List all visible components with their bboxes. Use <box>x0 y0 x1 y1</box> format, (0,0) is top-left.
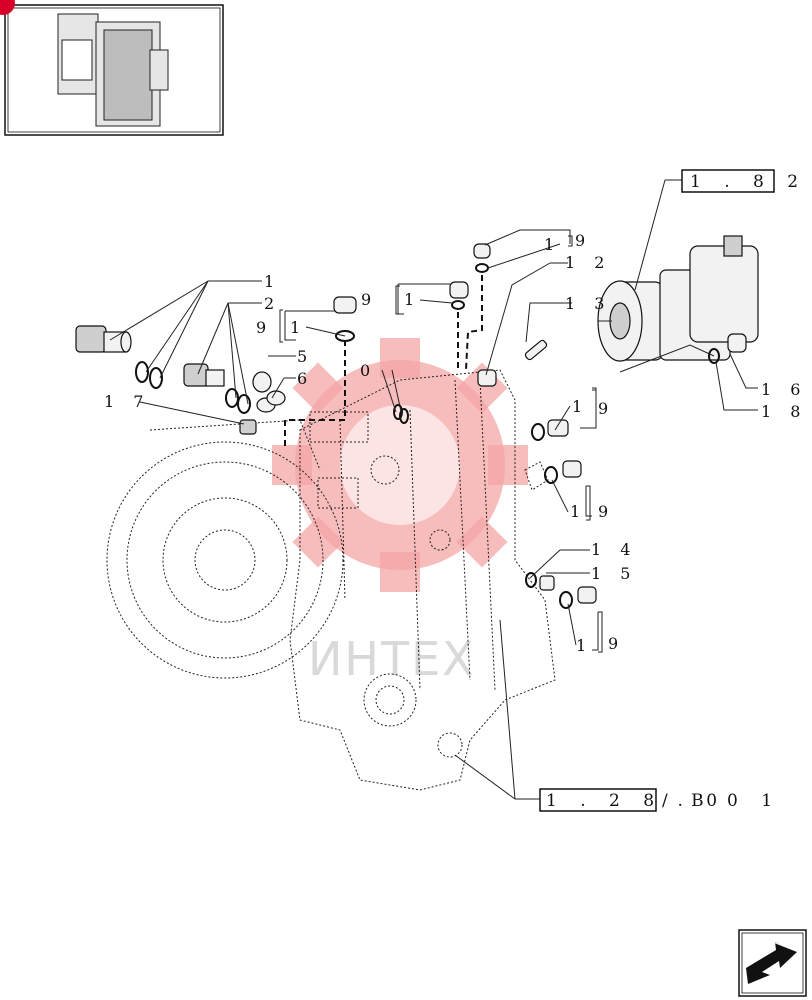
bracket-marks <box>279 235 603 653</box>
assembly-lines <box>284 275 483 450</box>
transmission-thumbnail-icon[interactable] <box>0 0 224 136</box>
callout-9f: 9 <box>608 634 625 653</box>
callout-11a: 1 <box>290 318 307 337</box>
plug-item-1 <box>75 325 132 353</box>
leader-lines <box>109 179 758 800</box>
washer-item-18 <box>708 348 720 364</box>
callout-9e: 9 <box>598 502 615 521</box>
plug-right-2 <box>544 460 582 484</box>
plug-right-4 <box>559 586 597 609</box>
plug-top-a <box>333 296 357 342</box>
callout-5: 5 <box>297 347 314 366</box>
callout-9a: 9 <box>256 318 273 337</box>
o-ring <box>135 361 149 383</box>
callout-1b: 1 <box>544 235 561 254</box>
plug-item-16 <box>727 333 747 353</box>
plug-right-1 <box>531 419 569 441</box>
callout-1e: 1 <box>570 502 587 521</box>
plug-right-3 <box>525 572 555 591</box>
callout-16: 1 6 <box>761 380 807 399</box>
reference-top[interactable]: 1 . 8 2 . 3 <box>681 169 812 193</box>
callout-12: 1 2 <box>565 253 611 272</box>
callout-6: 6 <box>297 369 314 388</box>
callout-1f: 1 <box>576 636 593 655</box>
callouts: 1 2 5 6 1 7 9 1 9 1 1 9 1 2 1 3 0 1 9 1 … <box>104 231 807 655</box>
cap-item-5 <box>252 371 272 393</box>
corner-marker-icon <box>0 0 15 15</box>
watermark-text: ИНТЕХ <box>308 632 476 686</box>
plug-item-2 <box>183 363 225 387</box>
callout-0: 0 <box>360 361 377 380</box>
callout-1d: 1 <box>572 397 589 416</box>
pin-item-13 <box>524 339 548 361</box>
cap-item-6-b <box>266 390 286 406</box>
callout-1: 1 <box>264 272 281 291</box>
callout-14: 1 4 <box>591 540 637 559</box>
plug-item-17 <box>239 419 257 435</box>
reference-bottom-text: 1 . 2 8 . 0 <box>546 791 726 811</box>
callout-15: 1 5 <box>591 564 637 583</box>
callout-18: 1 8 <box>761 402 807 421</box>
o-ring <box>149 367 163 389</box>
callout-17: 1 7 <box>104 392 150 411</box>
callout-13: 1 3 <box>565 294 611 313</box>
hydraulic-pump <box>597 235 759 362</box>
gearbox-casing <box>289 369 556 791</box>
plug-top-c <box>473 243 491 273</box>
callout-11b: 1 <box>404 290 421 309</box>
reference-bottom-suffix: / B 0 1 <box>662 791 781 811</box>
plug-top-b <box>449 281 469 310</box>
reference-top-text: 1 . 8 2 . 3 <box>690 172 812 192</box>
flywheel-housing <box>106 419 344 679</box>
callout-9b: 9 <box>361 290 378 309</box>
callout-9d: 9 <box>598 399 615 418</box>
reference-bottom[interactable]: 1 . 2 8 . 0 / B 0 1 <box>539 788 781 812</box>
next-page-arrow-icon[interactable] <box>738 929 807 997</box>
callout-9c: 9 <box>575 231 592 250</box>
callout-2: 2 <box>264 294 281 313</box>
